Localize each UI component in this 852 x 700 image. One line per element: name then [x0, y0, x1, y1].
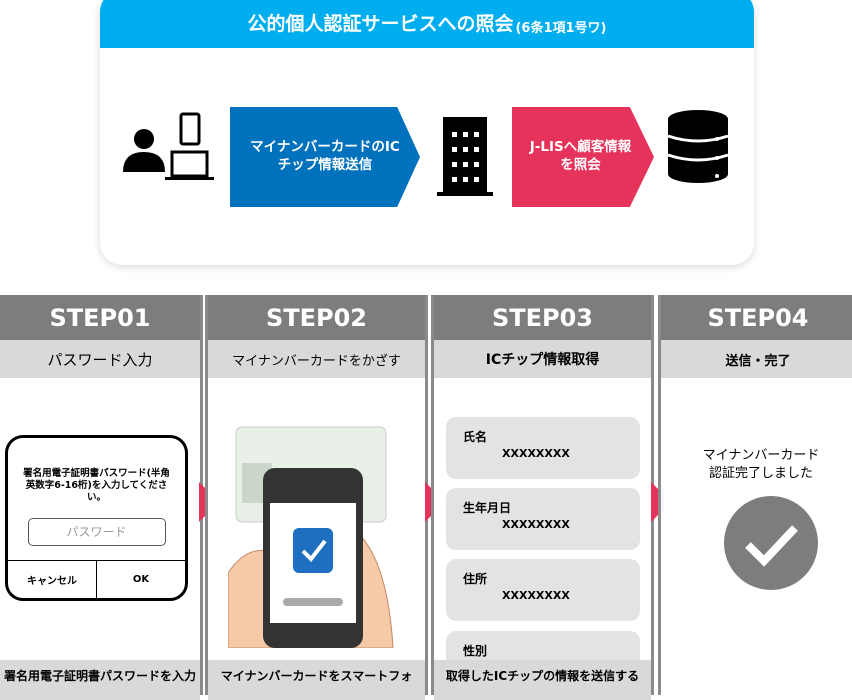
user-devices-icon: [123, 112, 214, 180]
password-dialog: 署名用電子証明書パスワード(半角英数字6-16桁)を入力してください。 パスワー…: [5, 435, 188, 601]
check-circle-icon: [724, 496, 818, 590]
flow-diagram: マイナンバーカードのICチップ情報送信 J-LISへ顧客情報を照会: [100, 107, 754, 207]
step-04: STEP04 送信・完了 マイナンバーカード認証完了しました: [658, 295, 852, 695]
flow-step-query-jlis: J-LISへ顧客情報を照会: [512, 107, 654, 207]
phone-scanning-card-illustration: [228, 426, 394, 648]
database-icon: [667, 110, 729, 183]
step-02: STEP02 マイナンバーカードをかざす マイナンバーカードをスマートフォ: [205, 295, 428, 700]
ok-button[interactable]: OK: [96, 561, 185, 598]
step-title: STEP02: [208, 295, 425, 340]
step-title: STEP03: [434, 295, 651, 340]
step-subtitle: マイナンバーカードをかざす: [208, 340, 425, 378]
cancel-button[interactable]: キャンセル: [27, 576, 77, 587]
step-subtitle: ICチップ情報取得: [434, 340, 651, 378]
step-subtitle: 送信・完了: [661, 340, 852, 378]
panel-title: 公的個人認証サービスへの照会: [247, 13, 514, 35]
step-footer: 取得したICチップの情報を送信する: [434, 660, 651, 700]
step-footer: 署名用電子証明書パスワードを入力: [0, 660, 200, 700]
building-icon: [437, 117, 493, 196]
flow-step-send-ic: マイナンバーカードのICチップ情報送信: [230, 107, 420, 207]
password-input[interactable]: パスワード: [27, 517, 166, 546]
panel-subtitle: (6条1項1号ワ): [515, 21, 607, 36]
panel-header: 公的個人認証サービスへの照会(6条1項1号ワ): [100, 0, 754, 48]
step-footer: マイナンバーカードをスマートフォ: [208, 660, 425, 700]
step-title: STEP04: [661, 295, 852, 340]
step-subtitle: パスワード入力: [0, 340, 200, 378]
jlis-inquiry-panel: 公的個人認証サービスへの照会(6条1項1号ワ) マイナンバーカードのICチップ情…: [100, 0, 754, 265]
step-01: STEP01 パスワード入力 署名用電子証明書パスワード(半角英数字6-16桁)…: [0, 295, 203, 700]
dialog-message: 署名用電子証明書パスワード(半角英数字6-16桁)を入力してください。: [23, 468, 170, 503]
step-title: STEP01: [0, 295, 200, 340]
complete-message: マイナンバーカード認証完了しました: [702, 448, 820, 481]
